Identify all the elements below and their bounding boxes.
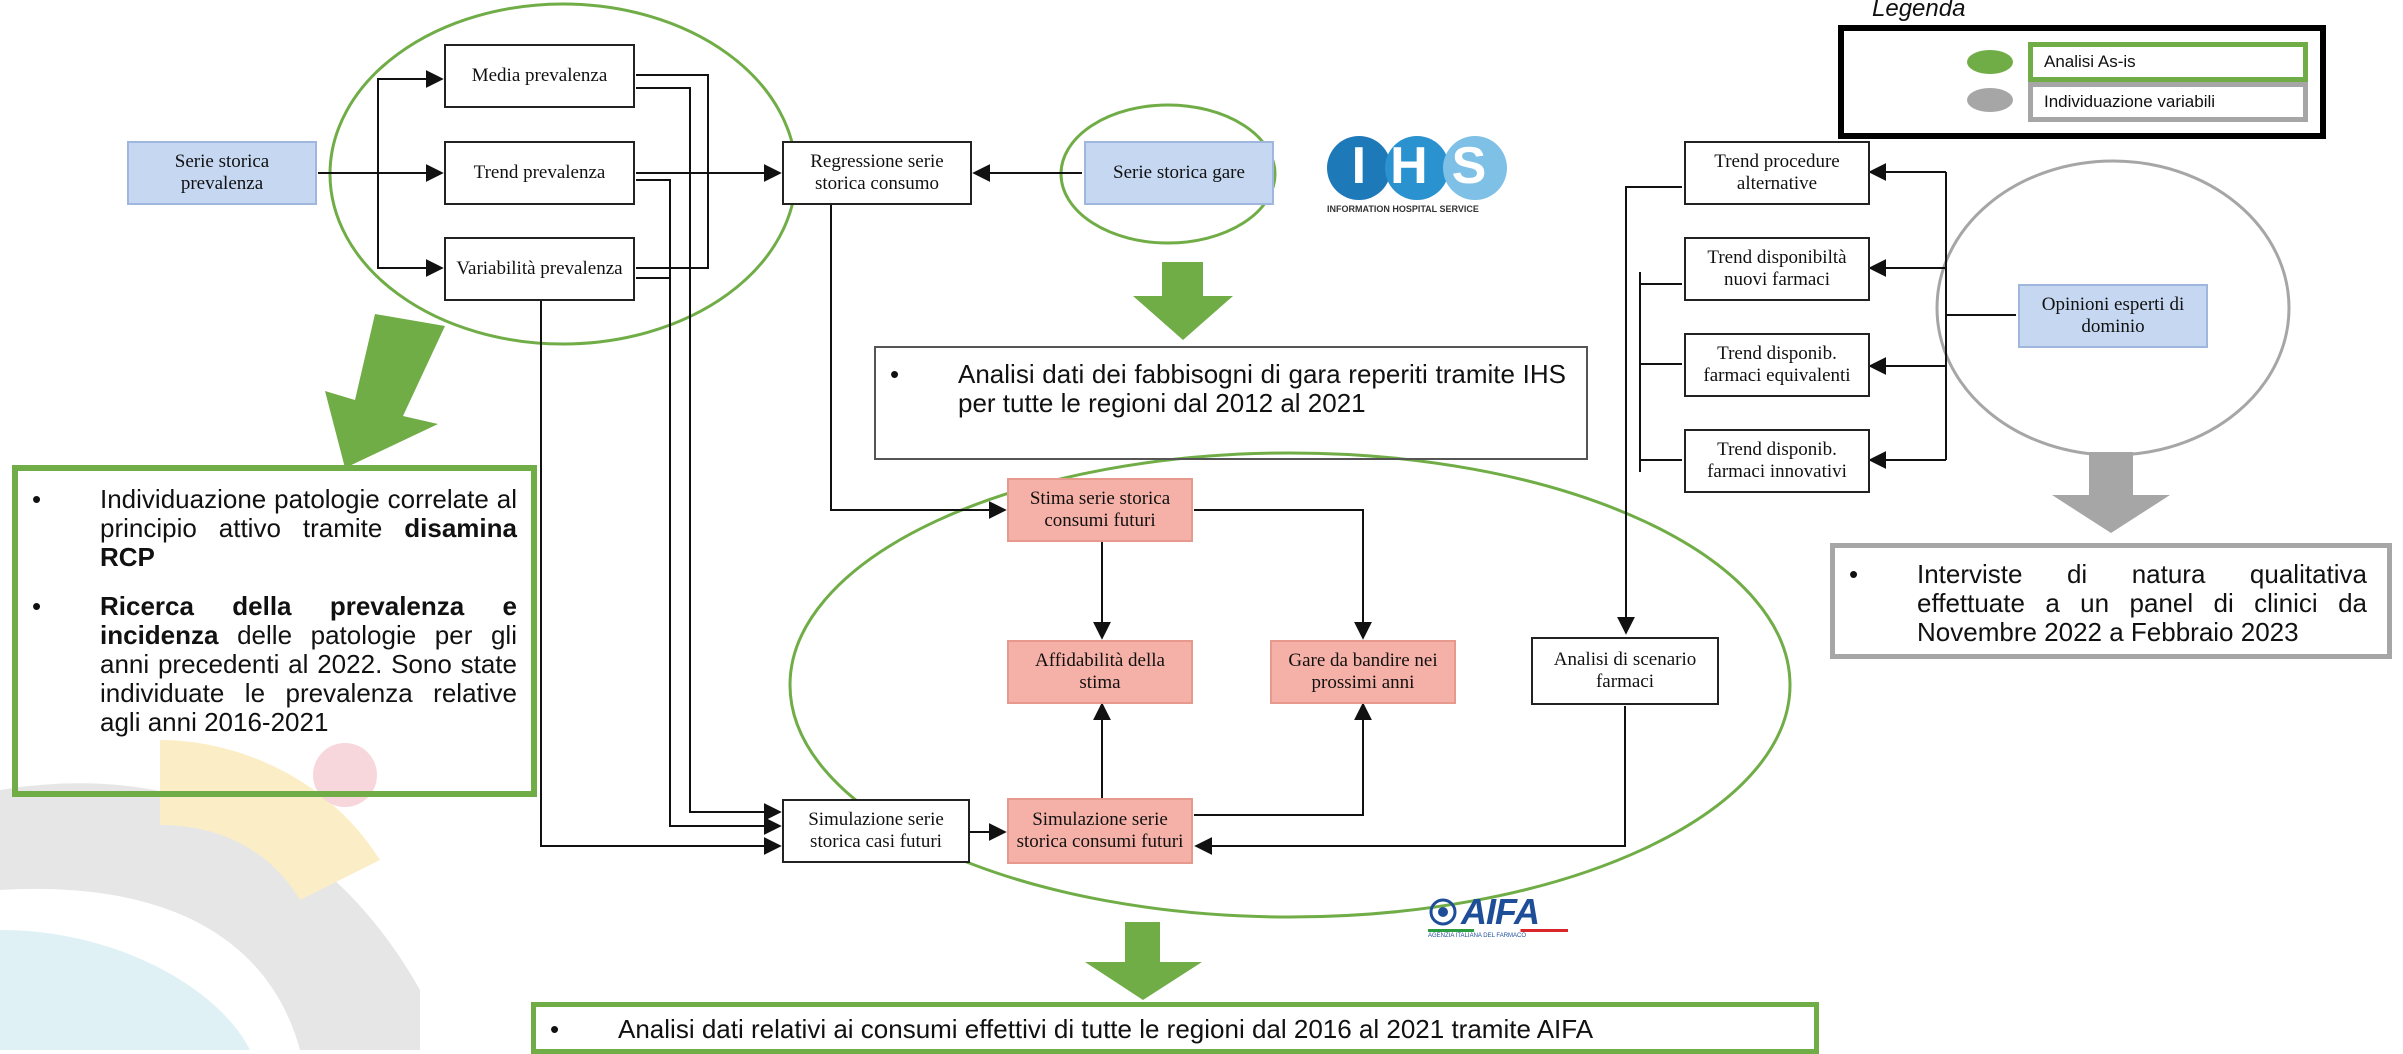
node-opinioni-esperti: Opinioni esperti di dominio [2018, 284, 2208, 348]
note-left-item-2: Ricerca della prevalenza e incidenza del… [18, 592, 517, 737]
node-media-prevalenza: Media prevalenza [444, 44, 635, 108]
ellipse-consumi [788, 451, 1792, 919]
node-simulazione-casi-futuri: Simulazione serie storica casi futuri [782, 799, 970, 863]
bg-arc-gray [0, 783, 420, 1050]
bg-arc-yellow [160, 740, 380, 900]
node-gare-da-bandire: Gare da bandire nei prossimi anni [1270, 640, 1456, 704]
aifa-flag-bar [1428, 929, 1568, 932]
ihs-logo: IHS INFORMATION HOSPITAL SERVICE [1325, 134, 1515, 216]
note-ihs: Analisi dati dei fabbisogni di gara repe… [874, 346, 1588, 460]
node-serie-storica-gare: Serie storica gare [1084, 141, 1274, 205]
bg-arc-teal [0, 930, 250, 1050]
note-aifa: Analisi dati relativi ai consumi effetti… [531, 1002, 1819, 1054]
note-left-item-2-text: delle patologie per gli anni precedenti … [100, 620, 517, 737]
ihs-logo-graphic [1327, 136, 1507, 200]
connector [1617, 186, 1682, 635]
connector [540, 300, 782, 855]
node-trend-prevalenza: Trend prevalenza [444, 141, 635, 205]
big-arrow-left [325, 314, 445, 468]
node-regressione-serie-storica: Regressione serie storica consumo [782, 141, 972, 205]
node-trend-procedure: Trend procedure alternative [1684, 141, 1870, 205]
note-left-item-1-bold: disamina RCP [100, 513, 517, 572]
node-trend-nuovi-farmaci: Trend disponibiltà nuovi farmaci [1684, 237, 1870, 301]
aifa-logo-subtext: AGENZIA ITALIANA DEL FARMACO [1428, 933, 1527, 939]
node-variabilita-prevalenza: Variabilità prevalenza [444, 237, 635, 301]
note-left-prevalenza: Individuazione patologie correlate al pr… [12, 465, 537, 797]
connector [636, 173, 709, 269]
legend-swatch-green [1967, 50, 2013, 74]
connector [636, 74, 709, 173]
big-arrow-esperti [2052, 452, 2170, 533]
node-trend-farmaci-equivalenti: Trend disponib. farmaci equivalenti [1684, 333, 1870, 397]
big-arrow-aifa [1085, 922, 1202, 1000]
node-affidabilita-stima: Affidabilità della stima [1007, 640, 1193, 704]
note-left-item-1: Individuazione patologie correlate al pr… [18, 485, 517, 572]
node-simulazione-consumi-futuri: Simulazione serie storica consumi futuri [1007, 798, 1193, 864]
connector [377, 173, 444, 277]
connector [636, 87, 782, 821]
ihs-logo-letters: IHS [1351, 137, 1511, 195]
aifa-logo-text: AIFA [1461, 891, 1540, 932]
connector [377, 70, 444, 173]
legend-label-green: Analisi As-is [2044, 52, 2136, 71]
connector [1194, 509, 1372, 640]
legend-swatch-gray [1967, 88, 2013, 112]
note-ihs-item: Analisi dati dei fabbisogni di gara repe… [876, 360, 1566, 418]
node-trend-farmaci-innovativi: Trend disponib. farmaci innovativi [1684, 429, 1870, 493]
connector [830, 204, 1007, 519]
node-analisi-scenario: Analisi di scenario farmaci [1531, 637, 1719, 705]
note-esperti: Interviste di natura qualitativa effettu… [1830, 543, 2392, 659]
node-serie-storica-prevalenza: Serie storica prevalenza [127, 141, 317, 205]
note-left-item-2-bold: Ricerca della prevalenza e incidenza [100, 591, 517, 650]
note-left-item-1-text: Individuazione patologie correlate al pr… [100, 484, 517, 543]
node-stima-serie-storica: Stima serie storica consumi futuri [1007, 478, 1193, 542]
legend-title: Legenda [1872, 0, 1966, 22]
note-esperti-item: Interviste di natura qualitativa effettu… [1835, 560, 2367, 647]
legend-item-box-green [2028, 42, 2308, 82]
connector [636, 179, 782, 835]
note-aifa-item: Analisi dati relativi ai consumi effetti… [536, 1015, 1794, 1045]
aifa-emblem-icon [1429, 898, 1457, 926]
big-arrow-ihs [1133, 262, 1233, 340]
connector [1194, 702, 1372, 816]
legend-label-gray: Individuazione variabili [2044, 92, 2216, 111]
legend-item-box-gray [2028, 82, 2308, 122]
ihs-logo-text: INFORMATION HOSPITAL SERVICE [1327, 204, 1479, 214]
aifa-logo: AIFA AGENZIA ITALIANA DEL FARMACO [1428, 891, 1568, 943]
connector [1194, 706, 1626, 855]
